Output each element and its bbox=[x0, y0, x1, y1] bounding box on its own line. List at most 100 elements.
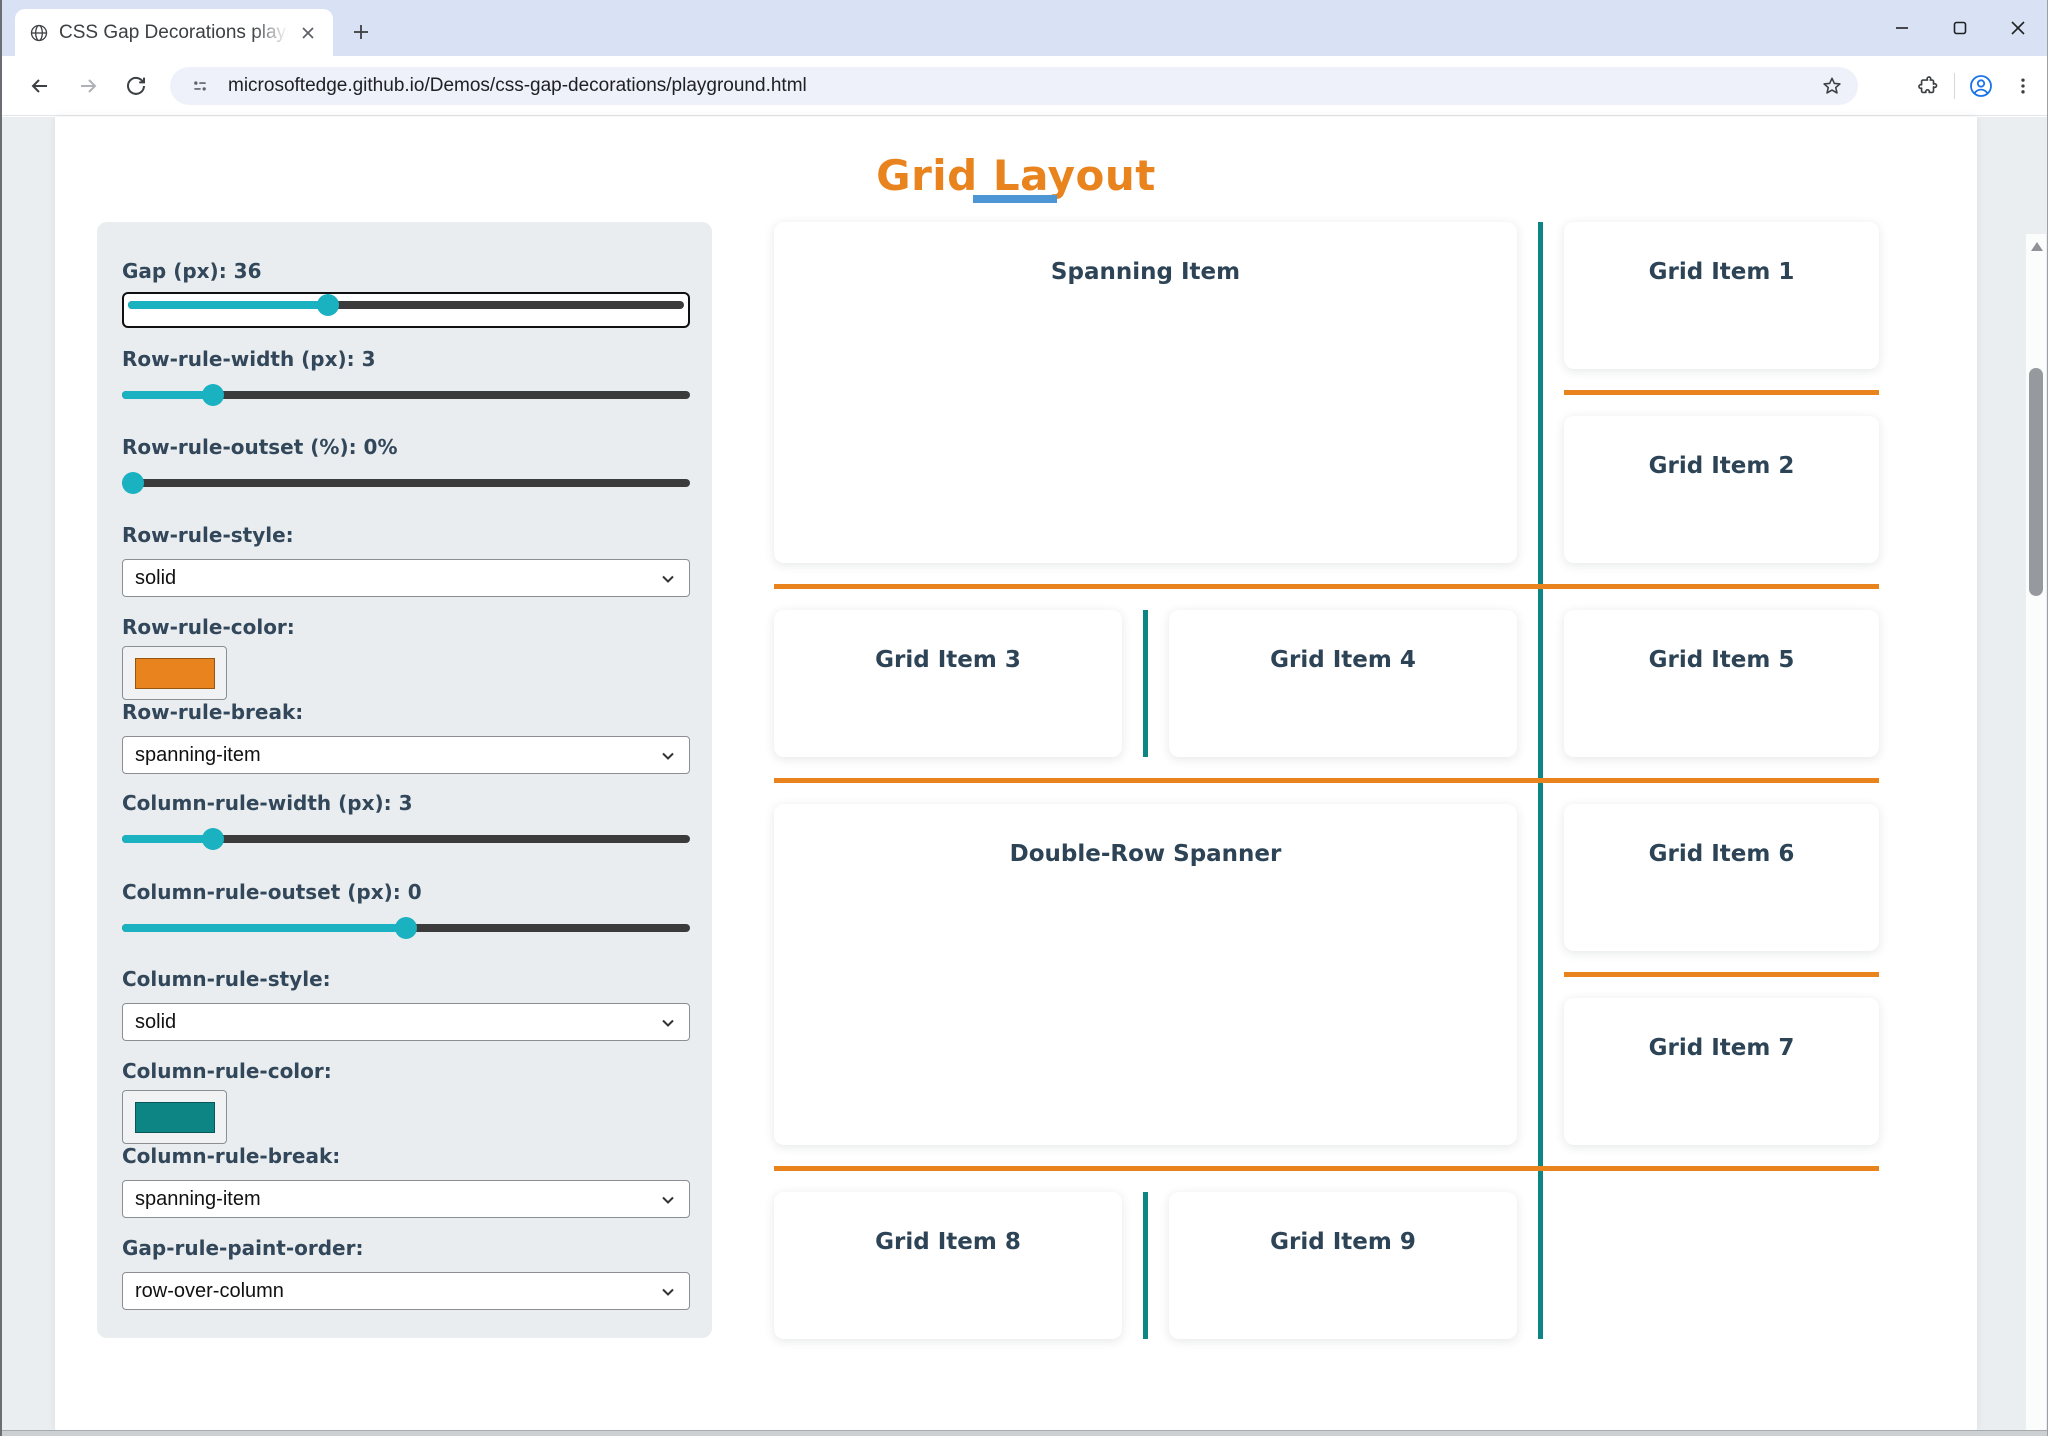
close-window-button[interactable] bbox=[1989, 0, 2047, 56]
window-controls bbox=[1873, 0, 2047, 56]
row-rule-segment bbox=[774, 1166, 1879, 1171]
scrollbar-thumb[interactable] bbox=[2029, 368, 2043, 596]
column-rule-color-swatch bbox=[134, 1101, 215, 1133]
row-rule-width-label: Row-rule-width (px): 3 bbox=[122, 347, 376, 371]
column-rule-outset-label: Column-rule-outset (px): 0 bbox=[122, 880, 422, 904]
extensions-puzzle-icon[interactable] bbox=[1912, 70, 1944, 102]
row-rule-style-label: Row-rule-style: bbox=[122, 523, 294, 547]
slider-fill bbox=[122, 835, 213, 843]
new-tab-button[interactable] bbox=[346, 17, 376, 47]
column-rule-segment bbox=[1143, 610, 1148, 757]
column-rule-break-label: Column-rule-break: bbox=[122, 1144, 341, 1168]
slider-track[interactable] bbox=[128, 294, 684, 316]
title-underline bbox=[973, 195, 1057, 203]
row-rule-break-select[interactable]: spanning-item bbox=[122, 736, 690, 774]
column-rule-width-control: Column-rule-width (px): 3 bbox=[122, 790, 690, 850]
profile-avatar-icon[interactable] bbox=[1965, 70, 1997, 102]
menu-kebab-icon[interactable] bbox=[2007, 70, 2039, 102]
address-bar[interactable]: microsoftedge.github.io/Demos/css-gap-de… bbox=[170, 67, 1858, 105]
column-rule-outset-control: Column-rule-outset (px): 0 bbox=[122, 879, 690, 939]
row-rule-break-label: Row-rule-break: bbox=[122, 700, 304, 724]
grid-card-1: Grid Item 1 bbox=[1564, 222, 1879, 369]
controls-panel: Gap (px): 36 Row-rule-width (px): 3 Row-… bbox=[97, 222, 712, 1338]
browser-tab[interactable]: CSS Gap Decorations playgroun bbox=[15, 9, 333, 56]
tab-close-icon[interactable] bbox=[295, 20, 321, 46]
slider-track[interactable] bbox=[122, 828, 690, 850]
row-rule-color-picker[interactable] bbox=[122, 646, 227, 700]
column-rule-color-picker[interactable] bbox=[122, 1090, 227, 1144]
tab-strip: CSS Gap Decorations playgroun bbox=[2, 0, 2047, 56]
gap-control: Gap (px): 36 bbox=[122, 258, 690, 328]
grid-card-4: Grid Item 4 bbox=[1169, 610, 1517, 757]
gap-rule-paint-order-select[interactable]: row-over-column bbox=[122, 1272, 690, 1310]
grid-card-2: Grid Item 2 bbox=[1564, 416, 1879, 563]
scrollbar-up-arrow-icon[interactable] bbox=[2031, 242, 2043, 251]
column-rule-style-label: Column-rule-style: bbox=[122, 967, 331, 991]
forward-button[interactable] bbox=[66, 64, 110, 108]
chevron-down-icon bbox=[662, 1288, 674, 1296]
slider-thumb[interactable] bbox=[317, 294, 340, 316]
grid-card-double-row-spanner: Double-Row Spanner bbox=[774, 804, 1517, 1145]
slider-track[interactable] bbox=[122, 472, 690, 494]
row-rule-break-control: Row-rule-break: spanning-item bbox=[122, 699, 690, 774]
row-rule-outset-label: Row-rule-outset (%): 0% bbox=[122, 435, 398, 459]
column-rule-break-select[interactable]: spanning-item bbox=[122, 1180, 690, 1218]
column-rule-color-control: Column-rule-color: bbox=[122, 1058, 690, 1144]
page-content: Grid Layout Gap (px): 36 Row-rule-width … bbox=[55, 117, 1977, 1430]
column-rule-break-control: Column-rule-break: spanning-item bbox=[122, 1143, 690, 1218]
chevron-down-icon bbox=[662, 575, 674, 583]
row-rule-width-slider[interactable] bbox=[122, 384, 690, 406]
slider-fill bbox=[128, 301, 329, 309]
row-rule-segment bbox=[1564, 390, 1879, 395]
grid-card-8: Grid Item 8 bbox=[774, 1192, 1122, 1339]
toolbar-divider bbox=[1954, 73, 1955, 99]
row-rule-style-select[interactable]: solid bbox=[122, 559, 690, 597]
page-viewport: Grid Layout Gap (px): 36 Row-rule-width … bbox=[2, 117, 2047, 1436]
slider-thumb[interactable] bbox=[122, 472, 145, 494]
row-rule-color-swatch bbox=[134, 657, 215, 689]
row-rule-outset-slider[interactable] bbox=[122, 472, 690, 494]
column-rule-outset-slider[interactable] bbox=[122, 917, 690, 939]
row-rule-color-label: Row-rule-color: bbox=[122, 615, 295, 639]
tab-title: CSS Gap Decorations playgroun bbox=[59, 21, 295, 43]
bookmark-star-icon[interactable] bbox=[1816, 70, 1848, 102]
column-rule-segment bbox=[1143, 1192, 1148, 1339]
slider-thumb[interactable] bbox=[201, 828, 224, 850]
page-title: Grid Layout bbox=[876, 151, 1156, 201]
site-info-icon[interactable] bbox=[184, 70, 216, 102]
vertical-scrollbar[interactable] bbox=[2025, 234, 2046, 1436]
maximize-button[interactable] bbox=[1931, 0, 1989, 56]
gap-slider[interactable] bbox=[122, 292, 690, 328]
grid-card-7: Grid Item 7 bbox=[1564, 998, 1879, 1145]
grid-card-3: Grid Item 3 bbox=[774, 610, 1122, 757]
slider-thumb[interactable] bbox=[395, 917, 417, 939]
grid-card-5: Grid Item 5 bbox=[1564, 610, 1879, 757]
chevron-down-icon bbox=[662, 1196, 674, 1204]
window-bottom-edge bbox=[2, 1430, 2047, 1436]
gap-rule-paint-order-control: Gap-rule-paint-order: row-over-column bbox=[122, 1235, 690, 1310]
slider-thumb[interactable] bbox=[201, 384, 224, 406]
slider-fill bbox=[122, 924, 406, 932]
slider-track[interactable] bbox=[122, 384, 690, 406]
row-rule-width-control: Row-rule-width (px): 3 bbox=[122, 346, 690, 406]
column-rule-style-select[interactable]: solid bbox=[122, 1003, 690, 1041]
gap-label: Gap (px): 36 bbox=[122, 259, 262, 283]
toolbar-right-icons bbox=[1912, 67, 2039, 105]
column-rule-style-control: Column-rule-style: solid bbox=[122, 966, 690, 1041]
grid-card-9: Grid Item 9 bbox=[1169, 1192, 1517, 1339]
chevron-down-icon bbox=[662, 1019, 674, 1027]
favicon-globe-icon bbox=[29, 23, 49, 43]
grid-card-6: Grid Item 6 bbox=[1564, 804, 1879, 951]
row-rule-style-control: Row-rule-style: solid bbox=[122, 522, 690, 597]
row-rule-segment bbox=[774, 778, 1879, 783]
minimize-button[interactable] bbox=[1873, 0, 1931, 56]
column-rule-color-label: Column-rule-color: bbox=[122, 1059, 332, 1083]
back-button[interactable] bbox=[18, 64, 62, 108]
url-text[interactable]: microsoftedge.github.io/Demos/css-gap-de… bbox=[228, 75, 807, 96]
column-rule-width-slider[interactable] bbox=[122, 828, 690, 850]
reload-button[interactable] bbox=[114, 64, 158, 108]
slider-track[interactable] bbox=[122, 917, 690, 939]
row-rule-color-control: Row-rule-color: bbox=[122, 614, 690, 700]
grid-card-spanning-item: Spanning Item bbox=[774, 222, 1517, 563]
